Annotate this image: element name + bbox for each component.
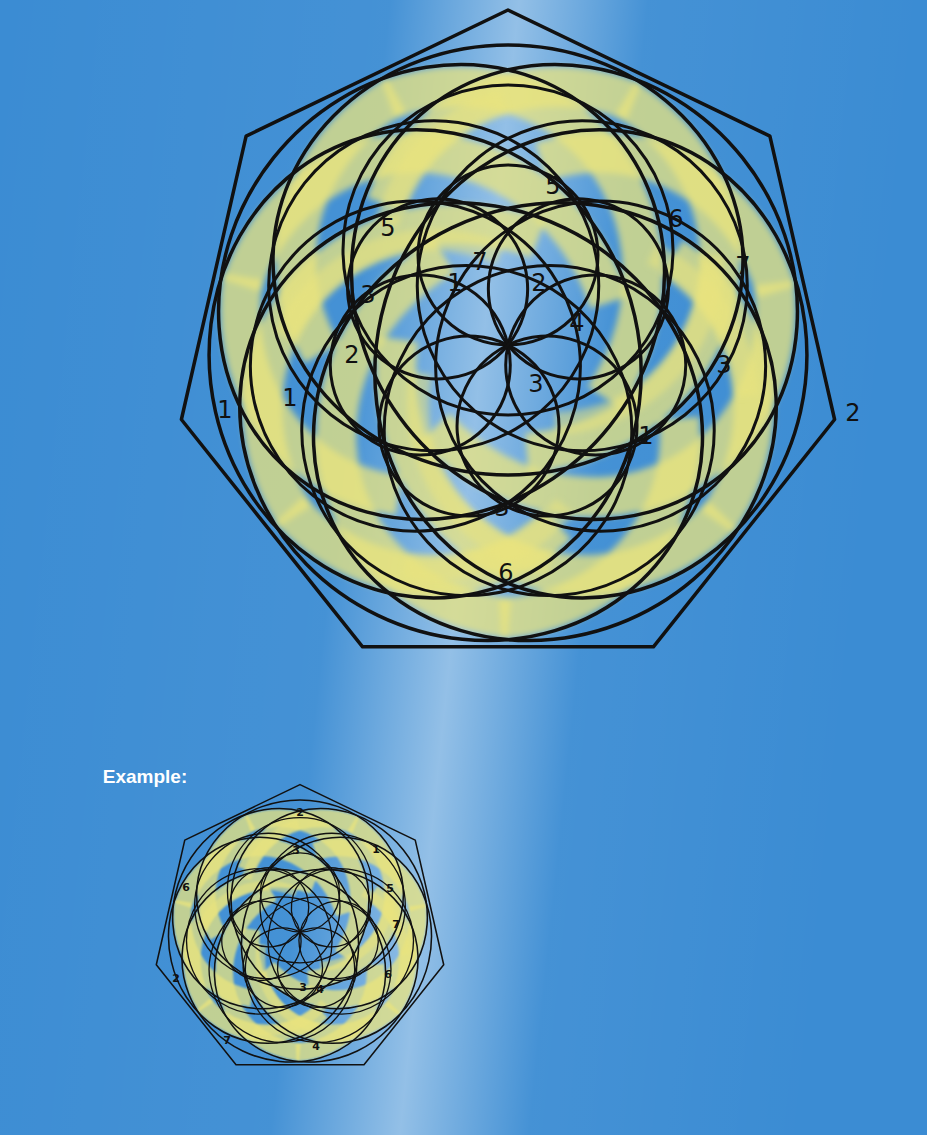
- region-number: 5: [545, 174, 560, 198]
- region-number: 1: [282, 386, 297, 410]
- example-number: 6: [182, 882, 190, 893]
- region-number: 4: [569, 311, 584, 335]
- region-number: 3: [528, 372, 543, 396]
- puzzle-rosette: [127, 0, 889, 717]
- example-number: 6: [384, 969, 392, 980]
- region-number: 1: [447, 271, 462, 295]
- example-number: 7: [392, 919, 400, 930]
- region-number: 1: [638, 424, 653, 448]
- region-number: 3: [360, 283, 375, 307]
- example-number: 7: [223, 1035, 231, 1046]
- region-number: 7: [472, 250, 487, 274]
- region-number: 2: [531, 271, 546, 295]
- example-number: 2: [296, 807, 304, 818]
- region-number: 1: [217, 398, 232, 422]
- example-number: 5: [386, 883, 394, 894]
- region-number: 7: [735, 254, 750, 278]
- example-number: 4: [316, 984, 324, 995]
- example-number: 3: [299, 982, 307, 993]
- region-number: 6: [668, 207, 683, 231]
- region-number: 2: [845, 401, 860, 425]
- region-number: 2: [344, 343, 359, 367]
- example-number: 2: [172, 973, 180, 984]
- example-heading: Example:: [103, 767, 187, 786]
- region-number: 5: [380, 216, 395, 240]
- example-number: 4: [312, 1041, 320, 1052]
- example-number: 3: [292, 845, 300, 856]
- region-number: 3: [494, 496, 509, 520]
- region-number: 3: [716, 353, 731, 377]
- example-rosette: [132, 769, 467, 1096]
- region-number: 6: [498, 561, 513, 585]
- example-number: 1: [372, 844, 380, 855]
